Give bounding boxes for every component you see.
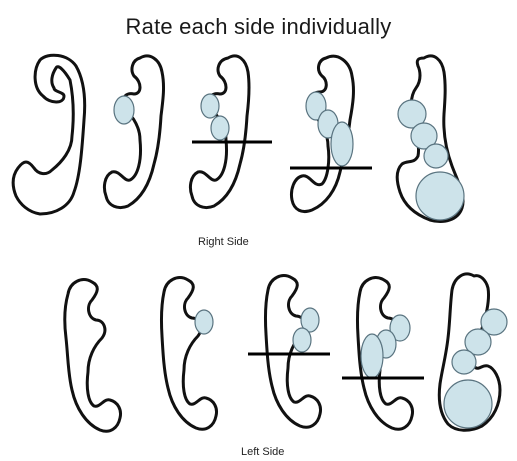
left-grade-2-polyp-2 <box>293 328 311 352</box>
left-grade-4 <box>439 274 507 430</box>
left-grade-1 <box>161 278 216 430</box>
right-grade-1-outline <box>104 56 163 208</box>
left-grade-1-polyp-1 <box>195 310 213 334</box>
right-grade-1-polyp-1 <box>114 96 134 124</box>
left-grade-4-polyp-3 <box>452 350 476 374</box>
left-side-caption: Left Side <box>241 446 284 458</box>
right-grade-1 <box>104 56 163 208</box>
left-grade-0-outline <box>65 280 121 432</box>
right-grade-2 <box>190 56 272 208</box>
right-grade-4 <box>397 56 464 222</box>
right-grade-4-polyp-3 <box>424 144 448 168</box>
right-grade-4-polyp-4 <box>416 172 464 220</box>
left-grade-2-outline <box>265 276 320 428</box>
left-grade-0 <box>65 280 121 432</box>
left-grade-3 <box>342 278 424 430</box>
left-grade-2 <box>248 276 330 428</box>
right-grade-2-polyp-1 <box>201 94 219 118</box>
right-side-row <box>13 55 464 221</box>
right-grade-0 <box>13 55 85 214</box>
right-grade-3 <box>290 56 372 211</box>
right-grade-2-polyp-2 <box>211 116 229 140</box>
right-grade-0-outline <box>13 55 85 214</box>
right-grade-3-polyp-3 <box>331 122 353 166</box>
right-side-caption: Right Side <box>198 236 249 248</box>
left-grade-1-outline <box>161 278 216 430</box>
left-grade-4-polyp-4 <box>444 380 492 428</box>
left-grade-3-polyp-3 <box>361 334 383 378</box>
left-side-row <box>65 274 507 431</box>
